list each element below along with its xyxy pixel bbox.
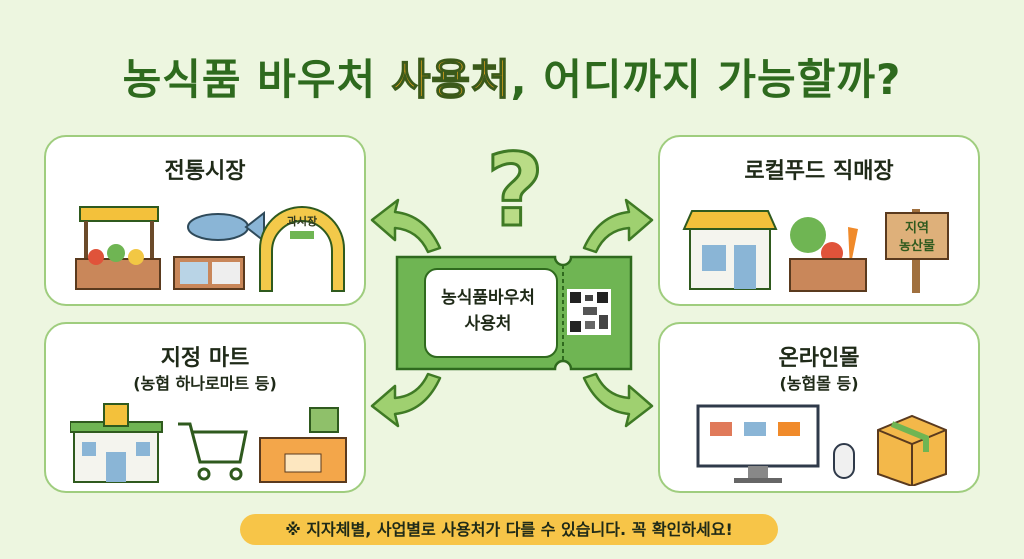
package-box-icon [877,414,947,486]
online-icons [696,404,947,486]
svg-text:과시장: 과시장 [287,214,317,228]
shopping-cart-icon [178,422,248,481]
vegetable-crate-icon [789,217,867,292]
svg-text:농산물: 농산물 [899,238,935,254]
monitor-icon [696,404,820,483]
checkout-counter-icon [259,407,347,483]
qr-code-icon [567,289,611,335]
arrow-bottom-left [370,372,442,428]
arrow-bottom-right [582,372,654,428]
shop-icon [682,210,778,290]
question-mark-icon: ? [486,132,544,249]
card-online-mall: 온라인몰 (농협몰 등) [658,322,980,493]
card-designated-mart: 지정 마트 (농협 하나로마트 등) [44,322,366,493]
market-gate-icon: 과시장 [259,206,345,292]
mouse-icon [833,443,855,479]
fish-icon [173,210,265,290]
ticket-shape [395,255,633,371]
mart-icons [70,403,347,483]
card-traditional-market: 전통시장 과시장 [44,135,366,306]
arrow-top-left [370,198,442,254]
arrow-top-right [582,198,654,254]
market-stall-icon [75,206,161,290]
store-building-icon [70,403,163,483]
notice-banner: ※ 지자체별, 사업별로 사용처가 다를 수 있습니다. 꼭 확인하세요! [240,514,778,545]
market-icons: 과시장 [75,206,345,292]
svg-text:지역: 지역 [905,220,929,236]
page-title: 농식품 바우처 사용처, 어디까지 가능할까? [122,54,902,105]
